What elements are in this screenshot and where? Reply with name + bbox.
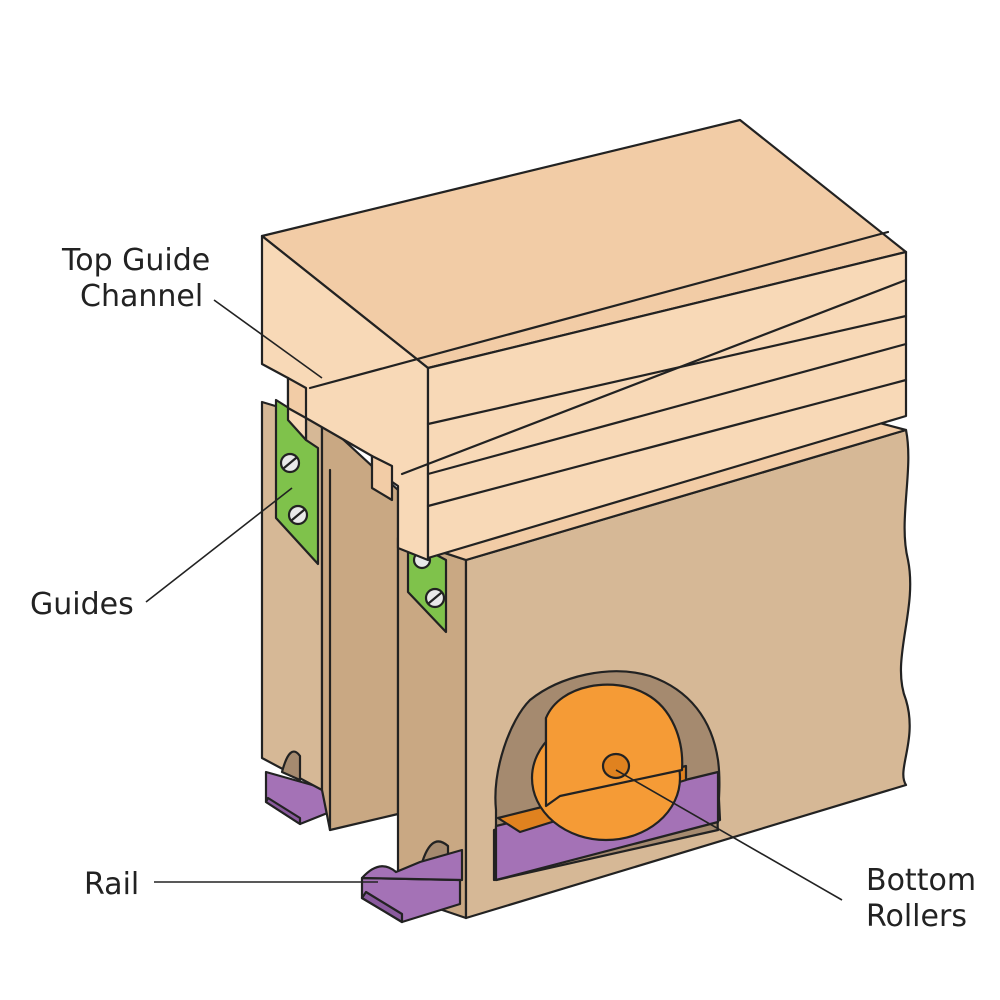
label-rail: Rail: [84, 867, 139, 902]
label-bottom-line2: Rollers: [866, 899, 967, 934]
top-guide-leader: [213, 299, 323, 379]
label-top-guide-line2: Channel: [80, 279, 203, 314]
guides-leader: [145, 487, 293, 603]
label-top-guide-line1: Top Guide: [61, 243, 210, 278]
rear-guide: [274, 398, 320, 566]
roller-axle: [601, 752, 631, 780]
top-guide-channel: [260, 118, 908, 562]
labels: Top Guide Channel Guides Rail Bottom Rol…: [30, 243, 976, 934]
roller-cutaway: [494, 670, 721, 882]
label-bottom-line1: Bottom: [866, 863, 976, 898]
leader-lines: [145, 299, 843, 901]
label-guides: Guides: [30, 587, 134, 622]
bottom-rollers-leader: [615, 769, 843, 901]
